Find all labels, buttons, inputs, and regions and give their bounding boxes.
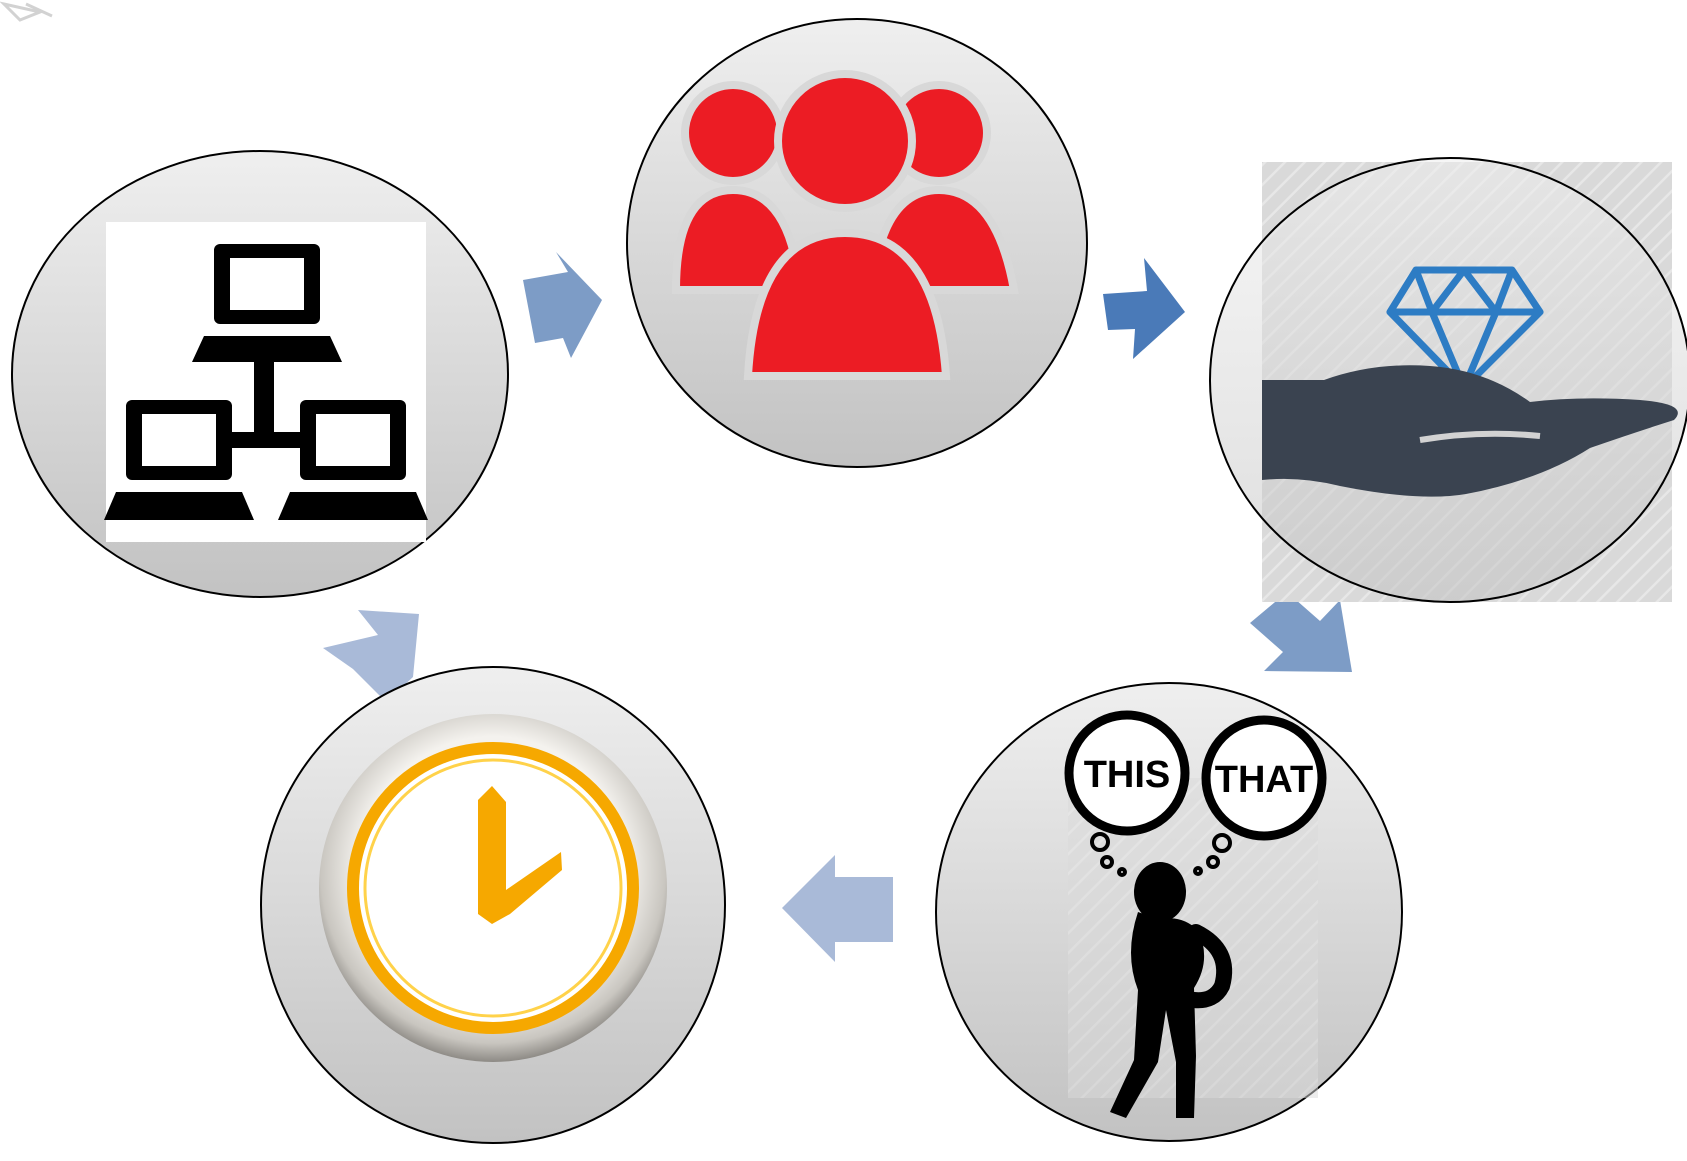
clock-icon (319, 714, 667, 1062)
people-group-icon (671, 70, 1019, 380)
diamond-icon (1386, 266, 1544, 392)
node-value (1209, 157, 1687, 603)
network-computers-icon (104, 244, 428, 520)
node-people (626, 18, 1088, 468)
person-thinking-icon: THIS THAT (1064, 710, 1327, 1118)
node-time (260, 666, 726, 1144)
arrow-decision-to-time (782, 855, 893, 962)
node-decision: THIS THAT (935, 682, 1403, 1142)
arrow-time-to-network (323, 610, 419, 702)
hand-icon (1262, 365, 1678, 497)
bubble-that-label: THAT (1215, 759, 1314, 801)
corner-artifact (0, 1, 53, 22)
thought-bubble-that (1201, 715, 1327, 841)
thought-bubble-this (1064, 710, 1190, 836)
bubble-this-label: THIS (1084, 754, 1171, 796)
node-network (11, 150, 509, 598)
arrow-people-to-value (1103, 258, 1185, 359)
arrow-value-to-decision (1250, 592, 1352, 672)
arrow-network-to-people (523, 252, 602, 358)
